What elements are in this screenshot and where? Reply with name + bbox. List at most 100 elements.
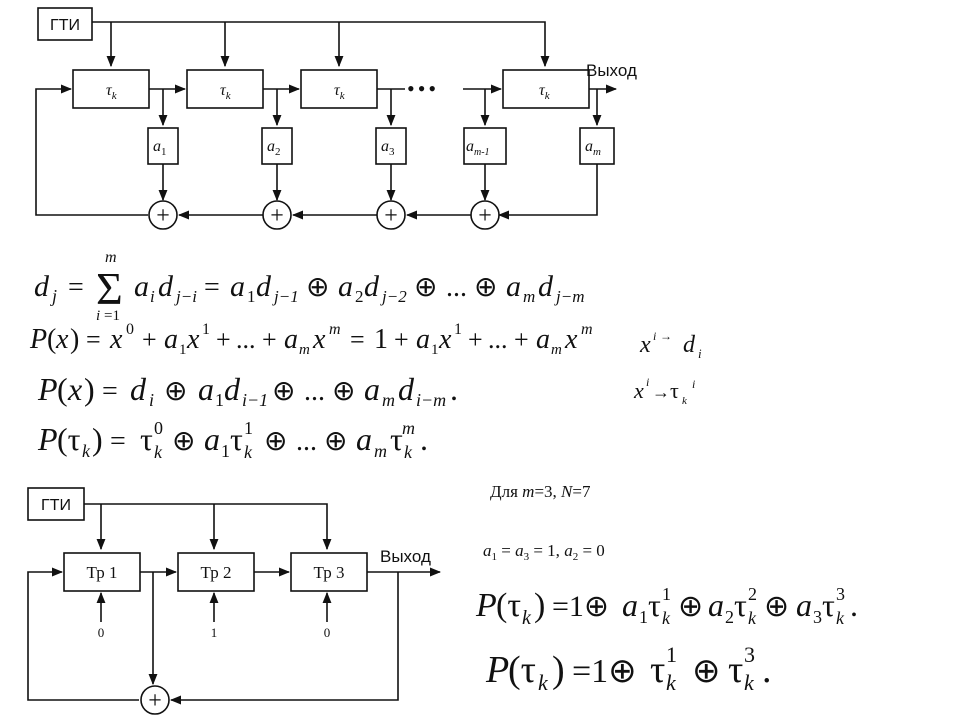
top-shift-register-diagram <box>35 7 618 230</box>
svg-text:⊕: ⊕ <box>264 426 287 457</box>
coefficient-box-m <box>579 127 615 165</box>
svg-text:⊕: ⊕ <box>272 376 295 407</box>
svg-text:(τ: (τ <box>57 421 81 457</box>
svg-text:x: x <box>109 324 123 355</box>
example-coefficients: a1 = a3 = 1, a2 = 0 <box>483 541 605 563</box>
svg-text:2: 2 <box>725 607 734 627</box>
svg-text:P: P <box>37 421 58 457</box>
svg-text:m: m <box>382 390 395 410</box>
adder-1 <box>148 200 178 230</box>
svg-text:⊕: ⊕ <box>414 272 437 303</box>
svg-text:d: d <box>364 270 380 303</box>
svg-text:⊕: ⊕ <box>332 376 355 407</box>
svg-text:k: k <box>744 670 755 695</box>
svg-text:⊕: ⊕ <box>306 272 329 303</box>
top-output-label: Выход <box>586 61 637 80</box>
adder-3-symbol: + <box>384 203 398 229</box>
svg-text:k: k <box>244 442 253 462</box>
svg-text:.: . <box>850 587 858 623</box>
svg-text:=: = <box>68 272 84 303</box>
svg-text:1: 1 <box>431 342 439 358</box>
svg-text:x: x <box>639 332 651 358</box>
svg-text:a: a <box>204 421 220 457</box>
svg-text:1: 1 <box>202 321 210 338</box>
bottom-output-label: Выход <box>380 547 431 566</box>
coefficient-label-2: a2 <box>267 138 281 158</box>
svg-text:(: ( <box>57 371 68 407</box>
svg-text:1: 1 <box>247 287 256 306</box>
svg-text:i: i <box>150 287 155 306</box>
svg-text:j−m: j−m <box>554 287 584 306</box>
svg-text:): ) <box>84 371 95 407</box>
svg-text:=: = <box>204 272 220 303</box>
svg-text:k: k <box>154 442 163 462</box>
svg-text:i: i <box>96 308 100 324</box>
svg-text:τ: τ <box>670 378 679 403</box>
svg-text:⊕: ⊕ <box>172 426 195 457</box>
coefficient-label-m-1: am-1 <box>466 138 490 158</box>
svg-text:i: i <box>692 377 695 391</box>
svg-text:k: k <box>522 607 532 629</box>
delay-cell-1-label: τk <box>106 82 118 102</box>
svg-text:): ) <box>70 324 79 355</box>
svg-text:1: 1 <box>221 441 230 461</box>
svg-text:x: x <box>55 324 69 355</box>
adder-3 <box>376 200 406 230</box>
coefficient-label-1: a1 <box>153 138 167 158</box>
svg-text:1: 1 <box>666 642 677 667</box>
coefficient-box-m-1 <box>463 127 507 165</box>
example-polynomial-result: P (τ k ) =1⊕ τ k 1 ⊕ τ k 3 . <box>485 642 772 695</box>
register-box-1 <box>63 552 141 592</box>
coefficient-box-3 <box>375 127 407 165</box>
svg-text:a: a <box>356 421 372 457</box>
svg-text:=: = <box>110 426 126 457</box>
svg-text:d: d <box>256 270 272 303</box>
svg-text:d: d <box>158 270 174 303</box>
svg-text:): ) <box>92 421 103 457</box>
svg-text:d: d <box>34 270 50 303</box>
svg-text:x: x <box>312 324 326 355</box>
svg-text:Σ: Σ <box>96 263 123 314</box>
svg-text:τ: τ <box>140 421 153 457</box>
svg-text:P: P <box>475 587 497 624</box>
delay-cell-3 <box>300 69 378 109</box>
svg-text:a: a <box>536 324 550 355</box>
svg-text:...: ... <box>446 272 467 303</box>
svg-text:τ: τ <box>734 587 747 623</box>
adder-2-symbol: + <box>270 203 284 229</box>
top-generator-label: ГТИ <box>50 17 80 34</box>
svg-text:x: x <box>564 324 578 355</box>
svg-text:⊕: ⊕ <box>678 590 703 623</box>
svg-text:x: x <box>67 371 82 407</box>
top-generator-box <box>37 7 93 41</box>
svg-text:m: m <box>581 321 593 338</box>
svg-text:j−2: j−2 <box>380 287 407 306</box>
svg-text:a: a <box>284 324 298 355</box>
register-box-2 <box>177 552 255 592</box>
svg-text:m: m <box>402 418 415 438</box>
mapping-x-to-tau: x i → τ k i <box>633 375 695 407</box>
adder-4 <box>470 200 500 230</box>
svg-text:3: 3 <box>744 642 755 667</box>
svg-text:d: d <box>398 371 415 407</box>
bottom-adder <box>140 685 170 715</box>
register-label-1: Тр 1 <box>87 563 118 582</box>
bottom-generator-label: ГТИ <box>41 497 71 514</box>
svg-text:.: . <box>762 649 772 691</box>
initial-value-1: 0 <box>98 625 105 640</box>
svg-text:i: i <box>149 390 154 410</box>
delay-cell-2 <box>186 69 264 109</box>
svg-text:k: k <box>666 670 677 695</box>
svg-text:a: a <box>622 587 638 623</box>
svg-text:P: P <box>37 371 58 407</box>
delay-cell-1 <box>72 69 150 109</box>
delay-cell-2-label: τk <box>220 82 232 102</box>
svg-text:+: + <box>468 325 483 354</box>
mapping-x-to-d: x i → d i <box>639 329 702 361</box>
initial-value-2: 1 <box>211 625 218 640</box>
svg-text:1: 1 <box>215 390 224 410</box>
svg-text:2: 2 <box>355 287 364 306</box>
svg-text:i−m: i−m <box>416 390 446 410</box>
svg-text:1: 1 <box>244 418 253 438</box>
